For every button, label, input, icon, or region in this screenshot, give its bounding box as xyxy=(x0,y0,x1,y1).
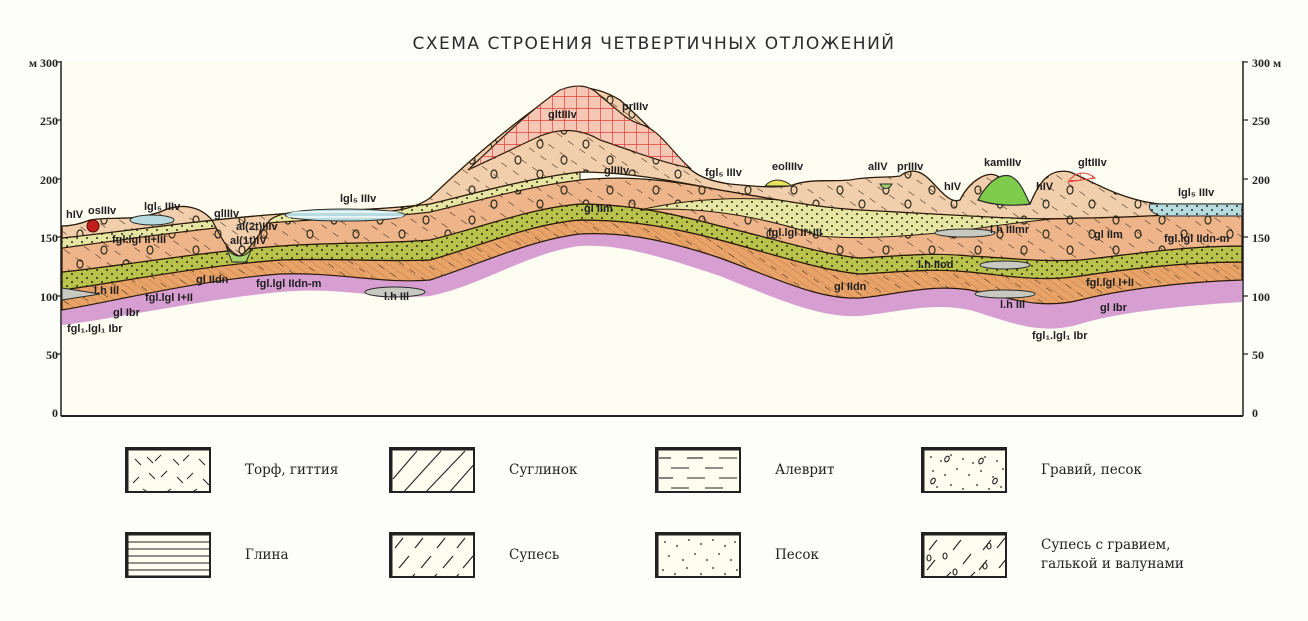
y-tick-right-200: 200 xyxy=(1252,173,1270,187)
legend-label-loam: Суглинок xyxy=(509,462,578,478)
eolian-eolIIIv xyxy=(763,179,794,187)
lens-lgls-IIIv-1 xyxy=(129,214,175,226)
y-tick-right-300: 300 м xyxy=(1252,56,1282,70)
silt-pattern-icon xyxy=(655,447,741,493)
label-hIV: hIV xyxy=(66,209,84,221)
label-al2t: al(2t)IIIv xyxy=(236,221,278,233)
label-kamIIIv: kamIIIv xyxy=(984,157,1022,169)
legend-label-gravel-sand: Гравий, песок xyxy=(1041,462,1142,478)
label-alIV: alIV xyxy=(868,161,888,173)
sand-pattern-icon xyxy=(655,532,741,578)
label-lgls-2: lgl₅ IIIv xyxy=(340,193,377,205)
kame-kamIIIv xyxy=(977,174,1031,206)
label-osIIIv: osIIIv xyxy=(88,205,117,217)
sandy-loam-gravel-pattern-icon xyxy=(921,532,1007,578)
label-prIIIv-2: prIIIv xyxy=(897,161,924,173)
label-fgl-II-III-1: fgl.lgl II+III xyxy=(112,234,166,246)
label-gltIIIv-2: gltIIIv xyxy=(1078,157,1108,169)
bedrock-layer xyxy=(62,233,1242,329)
sandy-loam-pattern-icon xyxy=(389,532,475,578)
label-glIbr-1: gl Ibr xyxy=(113,307,141,319)
label-lhIIl-1: l.h IIl xyxy=(94,285,119,297)
y-tick-left-0: 0 xyxy=(52,406,58,420)
lens-lhIIl-right xyxy=(974,289,1036,299)
label-eolIIIv: eolIIIv xyxy=(772,161,804,173)
y-tick-left-200: 200 xyxy=(40,173,58,187)
y-tick-right-50: 50 xyxy=(1252,348,1264,362)
alluvium-al-valley xyxy=(225,245,253,263)
label-fgl-dnm-2: fgl.lgl IIdn-m xyxy=(1164,233,1230,245)
label-lgls-3: lgl₅ IIIv xyxy=(1178,187,1215,199)
section-labels: hIV osIIIv lgl₅ IIIv glIIIv al(2t)IIIv a… xyxy=(66,101,1230,342)
label-lhIIImr: l.h IIImr xyxy=(990,224,1030,236)
label-lhIIl-3: l.h IIl xyxy=(1000,299,1025,311)
legend-label-line-1: Супесь с гравием, xyxy=(1041,537,1171,553)
label-fgl-I-II-1: fgl.lgl I+II xyxy=(145,292,193,304)
label-lhIIod: l.h IIod xyxy=(918,259,953,271)
y-tick-left-250: 250 xyxy=(40,114,58,128)
label-fgl1-1: fgl₁.lgl₁ Ibr xyxy=(67,323,123,335)
y-tick-left-100: 100 xyxy=(40,290,58,304)
lens-lhIIIl-mr xyxy=(934,228,996,238)
lens-lhIIl-left xyxy=(61,287,101,301)
lens-lhIIl-mid xyxy=(364,286,426,298)
legend-label-sandy-loam-gravel: Супесь с гравием, галькой и валунами xyxy=(1041,536,1184,574)
label-fgls-1: fgl₅ IIIv xyxy=(705,167,743,179)
legend-label-peat: Торф, гиттия xyxy=(245,462,339,478)
label-lhIIl-2: l.h IIl xyxy=(384,291,409,303)
legend-label-sandy-loam: Супесь xyxy=(509,547,560,563)
y-tick-right-250: 250 xyxy=(1252,114,1270,128)
label-glIIdn-2: gl IIdn xyxy=(834,281,867,293)
geological-cross-section: hIV osIIIv lgl₅ IIIv glIIIv al(2t)IIIv a… xyxy=(56,61,1248,417)
label-fgl-dnm-1: fgl.lgl IIdn-m xyxy=(256,278,322,290)
diagram-title: СХЕМА СТРОЕНИЯ ЧЕТВЕРТИЧНЫХ ОТЛОЖЕНИЙ xyxy=(412,34,896,54)
alluvium-alIV xyxy=(879,183,893,189)
clay-pattern-icon xyxy=(125,532,211,578)
label-hIV-3: hIV xyxy=(1036,181,1054,193)
label-glIIm-1: gl IIm xyxy=(584,203,613,215)
y-tick-right-150: 150 xyxy=(1252,231,1270,245)
label-hIV-2: hIV xyxy=(944,181,962,193)
label-fgl-I-II-2: fgl.lgl I+II xyxy=(1086,277,1134,289)
label-glIbr-2: gl Ibr xyxy=(1100,302,1128,314)
label-lgls-1: lgl₅ IIIv xyxy=(144,201,181,213)
y-tick-left-150: 150 xyxy=(40,231,58,245)
lens-lhIIod xyxy=(979,260,1031,270)
legend-label-clay: Глина xyxy=(245,547,289,563)
label-prIIIv-1: prIIIv xyxy=(622,101,649,113)
y-tick-right-0: 0 xyxy=(1252,406,1258,420)
y-tick-left-300: м 300 xyxy=(28,56,58,70)
y-tick-left-50: 50 xyxy=(46,348,58,362)
legend-label-line-2: галькой и валунами xyxy=(1041,556,1184,572)
y-tick-right-100: 100 xyxy=(1252,290,1270,304)
label-glIIdn-1: gl IIdn xyxy=(196,274,229,286)
legend-label-silt: Алеврит xyxy=(775,462,835,478)
label-al1t: al(1t)IV xyxy=(230,235,267,247)
label-glIIIv-1: glIIIv xyxy=(214,208,240,220)
label-fgl-II-III-2: fgl.lgl II+III xyxy=(768,227,822,239)
boulder-osIIIv xyxy=(86,219,100,233)
label-fgl1-2: fgl₁.lgl₁ Ibr xyxy=(1032,330,1088,342)
peat-pattern-icon xyxy=(125,447,211,493)
gravel-sand-pattern-icon xyxy=(921,447,1007,493)
loam-pattern-icon xyxy=(389,447,475,493)
label-gltIIIv-1: gltIIIv xyxy=(548,109,578,121)
label-glIIIv-2: glIIIv xyxy=(604,165,630,177)
label-glIIm-2: gl IIm xyxy=(1094,229,1123,241)
legend-label-sand: Песок xyxy=(775,547,819,563)
